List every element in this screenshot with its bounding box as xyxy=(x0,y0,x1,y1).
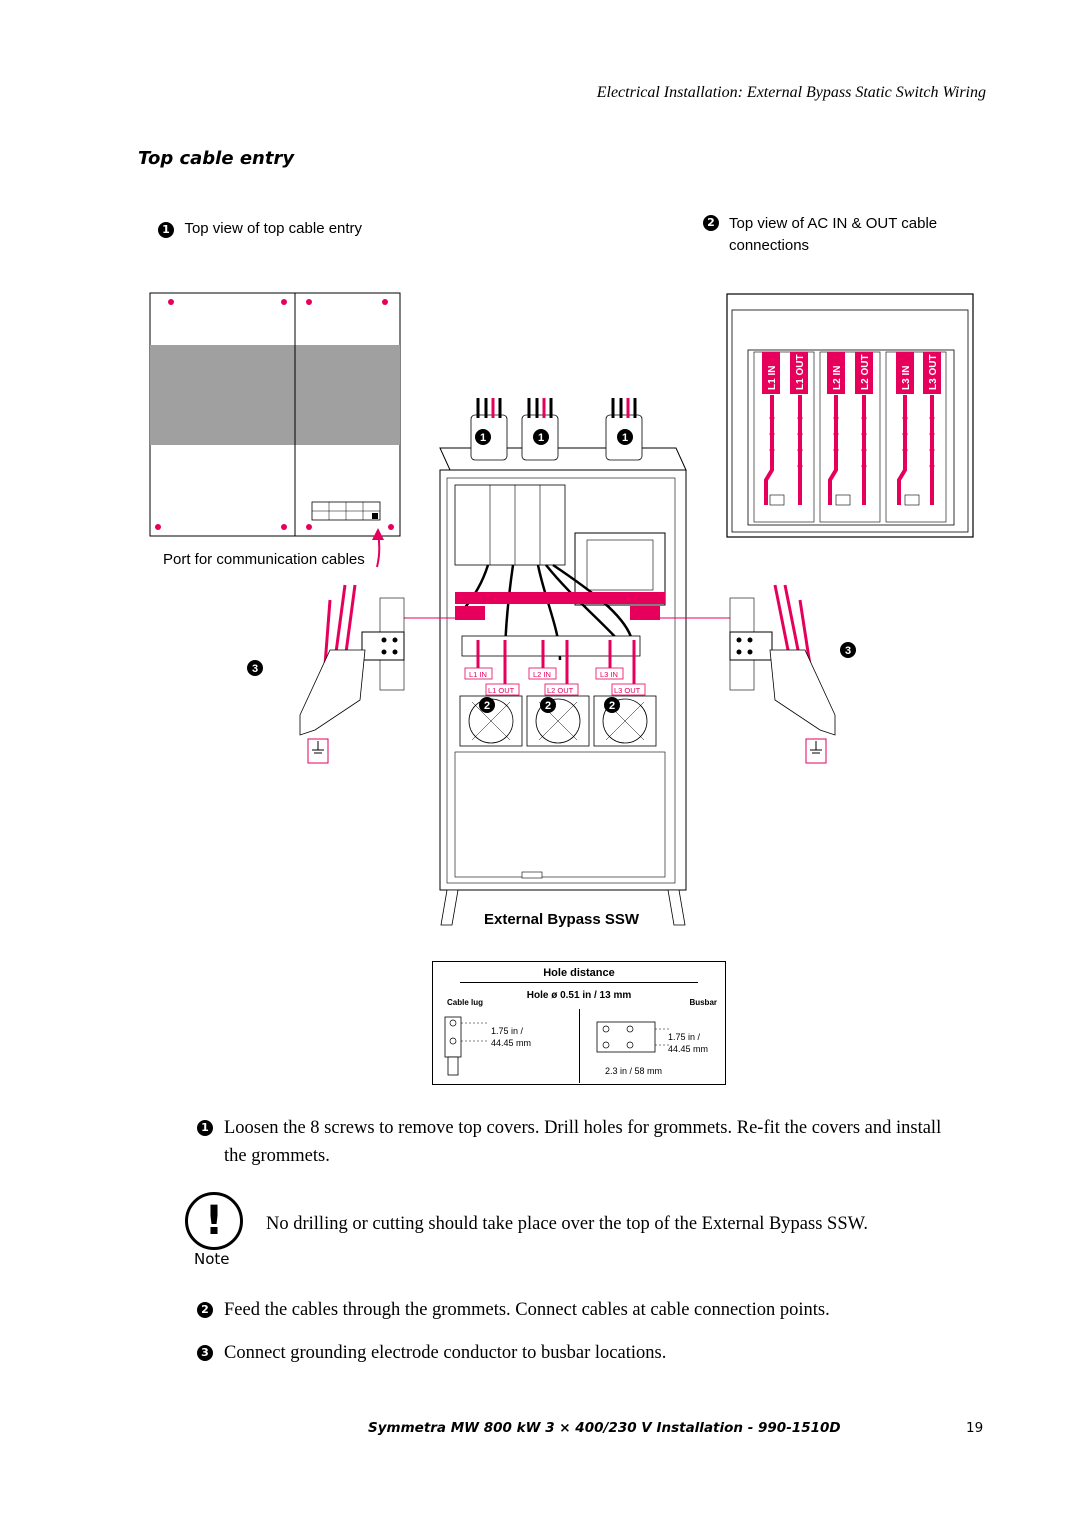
step-3: 3 Connect grounding electrode conductor … xyxy=(197,1339,967,1367)
ac-connections-view: L1 IN L1 OUT L2 IN L2 OUT L3 IN L3 OUT xyxy=(726,293,974,538)
hole-table-col-left: Cable lug xyxy=(447,998,484,1007)
section-title: Top cable entry xyxy=(138,148,295,169)
note-block: ! Note xyxy=(184,1192,250,1272)
svg-text:2: 2 xyxy=(609,700,615,712)
exclamation-icon: ! xyxy=(185,1192,243,1250)
note-label: Note xyxy=(194,1250,230,1268)
svg-text:1: 1 xyxy=(480,432,486,444)
svg-text:2: 2 xyxy=(545,700,551,712)
footer-title: Symmetra MW 800 kW 3 × 400/230 V Install… xyxy=(368,1420,841,1436)
step-3-badge: 3 xyxy=(197,1345,213,1361)
cabinet-label: External Bypass SSW xyxy=(484,911,640,928)
callout-1: 1 Top view of top cable entry xyxy=(158,220,362,238)
hole-table-title: Hole distance xyxy=(543,967,615,979)
port-label: Port for communication cables xyxy=(163,551,365,568)
callout-2-line1: Top view of AC IN & OUT cable xyxy=(729,215,938,232)
svg-text:L1 IN: L1 IN xyxy=(767,366,778,390)
svg-text:L2 OUT: L2 OUT xyxy=(860,354,871,390)
callout-1-text: Top view of top cable entry xyxy=(184,220,363,237)
svg-text:3: 3 xyxy=(845,645,851,657)
note-text: No drilling or cutting should take place… xyxy=(266,1214,868,1234)
callout-2: 2 Top view of AC IN & OUT cable connecti… xyxy=(703,213,983,257)
hole-table-col-right: Busbar xyxy=(689,998,717,1007)
callout-1-badge: 1 xyxy=(158,222,174,238)
terminal-l1-in: L1 IN xyxy=(469,670,487,679)
page-number: 19 xyxy=(966,1420,984,1436)
lug-dimension: 1.75 in / 44.45 mm xyxy=(491,1026,532,1048)
step-2-badge: 2 xyxy=(197,1302,213,1318)
terminal-l1-out: L1 OUT xyxy=(488,686,515,695)
svg-text:1: 1 xyxy=(538,432,544,444)
terminal-l3-out: L3 OUT xyxy=(614,686,641,695)
step-2-text: Feed the cables through the grommets. Co… xyxy=(224,1300,830,1320)
step-1: 1 Loosen the 8 screws to remove top cove… xyxy=(197,1114,967,1170)
right-busbar xyxy=(729,584,836,764)
svg-text:L1 OUT: L1 OUT xyxy=(795,354,806,390)
svg-text:L3 OUT: L3 OUT xyxy=(928,354,939,390)
running-header: Electrical Installation: External Bypass… xyxy=(596,84,986,101)
installation-diagram: L1 IN L1 OUT L2 IN L2 OUT L3 IN L3 OUT xyxy=(149,292,974,928)
hole-distance-table: Hole distance Hole ø 0.51 in / 13 mm Cab… xyxy=(432,961,726,1085)
svg-text:2: 2 xyxy=(484,700,490,712)
busbar-width: 2.3 in / 58 mm xyxy=(605,1066,663,1076)
diagram-badges: 1 1 1 2 2 2 3 3 xyxy=(247,429,856,713)
left-busbar xyxy=(299,584,405,764)
svg-text:3: 3 xyxy=(252,663,258,675)
svg-text:1: 1 xyxy=(622,432,628,444)
callout-2-line2: connections xyxy=(729,237,810,254)
svg-text:L2 IN: L2 IN xyxy=(832,366,843,390)
step-1-badge: 1 xyxy=(197,1120,213,1136)
top-view-panel xyxy=(149,292,401,568)
step-2: 2 Feed the cables through the grommets. … xyxy=(197,1296,967,1324)
svg-text:L3 IN: L3 IN xyxy=(901,366,912,390)
step-1-text: Loosen the 8 screws to remove top covers… xyxy=(224,1118,942,1166)
terminal-l2-out: L2 OUT xyxy=(547,686,574,695)
cabinet: L1 IN L2 IN L3 IN L1 OUT L2 OUT L3 OUT E… xyxy=(395,398,730,928)
callout-2-badge: 2 xyxy=(703,215,719,231)
busbar-dimension: 1.75 in / 44.45 mm xyxy=(668,1032,709,1054)
terminal-l2-in: L2 IN xyxy=(533,670,551,679)
hole-table-subtitle: Hole ø 0.51 in / 13 mm xyxy=(526,990,632,1001)
terminal-l3-in: L3 IN xyxy=(600,670,618,679)
hole-table-drawing xyxy=(444,1016,669,1076)
step-3-text: Connect grounding electrode conductor to… xyxy=(224,1343,667,1363)
